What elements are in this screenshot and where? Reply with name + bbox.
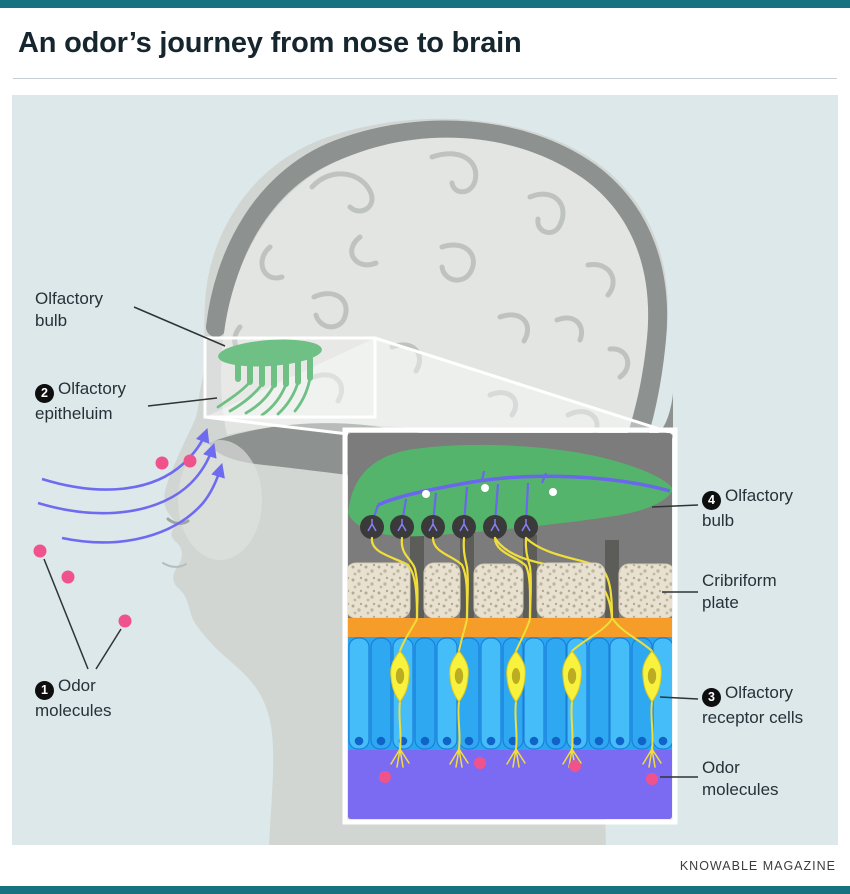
top-accent-bar [0,0,850,8]
inset-border [342,427,678,825]
airflow-arrows [37,427,225,544]
skull-band [206,120,668,487]
label-cribriform-plate: Cribriform plate [702,570,794,615]
step-1-badge: 1 [35,681,54,700]
label-text: Olfactory epitheluim [35,379,127,423]
inset-indicator-box [203,336,377,419]
label-text: Olfactory bulb [702,486,794,530]
glomeruli-tufts [367,519,531,532]
olfactory-bulb-detail [348,444,672,537]
footer: KNOWABLE MAGAZINE [12,845,836,886]
odor-molecule-dots-inset [379,757,658,785]
epithelium-nuclei [354,736,668,746]
olfactory-bulb-mini [216,339,322,417]
mitral-cell-dots [422,484,557,498]
bulb-nerve-tract [377,474,671,507]
label-text: Olfactory receptor cells [702,683,804,727]
label-text: Odor molecules [35,676,112,720]
step-4-badge: 4 [702,491,721,510]
glomeruli [360,515,538,539]
label-text: Cribriform plate [702,571,777,613]
cribriform-plate-blocks [348,562,672,619]
receptor-cells [390,618,662,768]
header-divider [13,78,837,79]
pointer-lines [43,306,699,778]
brain [220,137,649,467]
lips-line [162,562,187,568]
label-olfactory-bulb-head: Olfactory bulb [35,288,131,333]
inset-box [342,427,678,825]
odor-molecule-dots [33,454,197,628]
nasal-cavity-highlight [178,440,262,560]
step-3-badge: 3 [702,688,721,707]
zoom-funnel [204,336,676,436]
bottom-accent-bar [0,886,850,894]
label-odor-molecules-inset: Odor molecules [702,757,794,802]
page-title: An odor’s journey from nose to brain [18,27,522,59]
basement-layer [348,618,672,637]
anatomy-illustration [33,118,699,845]
label-text: Odor molecules [702,758,779,800]
credit: KNOWABLE MAGAZINE [679,858,836,873]
bulb-nerve-branches [370,470,548,524]
step-2-badge: 2 [35,384,54,403]
label-text: Olfactory bulb [35,289,104,331]
